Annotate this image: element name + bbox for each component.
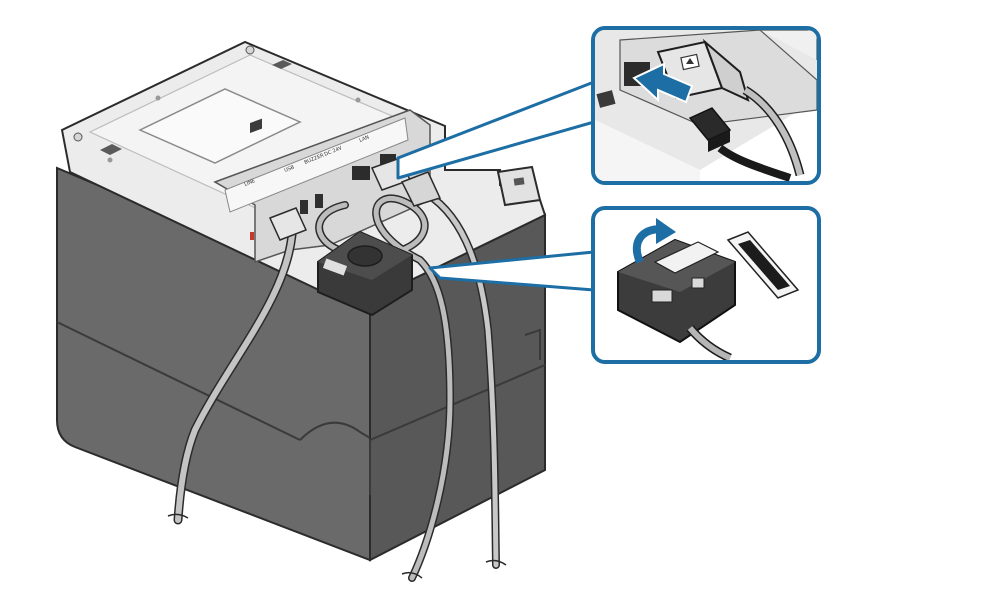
insert-arrow-icon [632,62,694,104]
flip-arrow-head [656,218,676,244]
port-label-usb: USB [284,164,296,174]
power-cable [417,187,499,568]
power-plug [400,171,442,207]
buzzer-closeup [617,238,736,360]
port-label-line: LINE [244,178,257,188]
buzzer-module [317,230,413,317]
screw-hole [245,45,255,55]
cable-cut-end [485,559,507,566]
callout-usb-connection [591,26,821,185]
usb-symbol-glyph [686,58,694,64]
printer-body: LINE USB BUZZER DC 24V LAN [56,40,547,562]
screw-hole [155,95,161,101]
usb-port [300,200,308,214]
lan-cable [175,232,295,523]
cable-cut-end [167,513,189,519]
buzzer-speaker [347,245,383,267]
top-panel-window [138,88,302,164]
screw-hole [107,157,113,163]
adhesive-tape-on-device [653,241,720,274]
rubber-foot [272,60,292,69]
cable-cut-end [401,571,423,579]
rubber-foot [100,144,122,155]
modular-plug-closeup [688,107,792,181]
cable-ends [167,513,507,579]
lan-port [352,166,370,180]
warning-mark [250,232,254,240]
port-label-lan: LAN [359,134,371,143]
adhesive-tape-icon [726,231,800,299]
screw-hole [355,97,361,103]
usb-port [315,194,323,208]
callout-tape-attachment [591,206,821,364]
line-port [250,118,262,134]
screw-hole [73,132,83,142]
lan-plug [268,207,308,241]
